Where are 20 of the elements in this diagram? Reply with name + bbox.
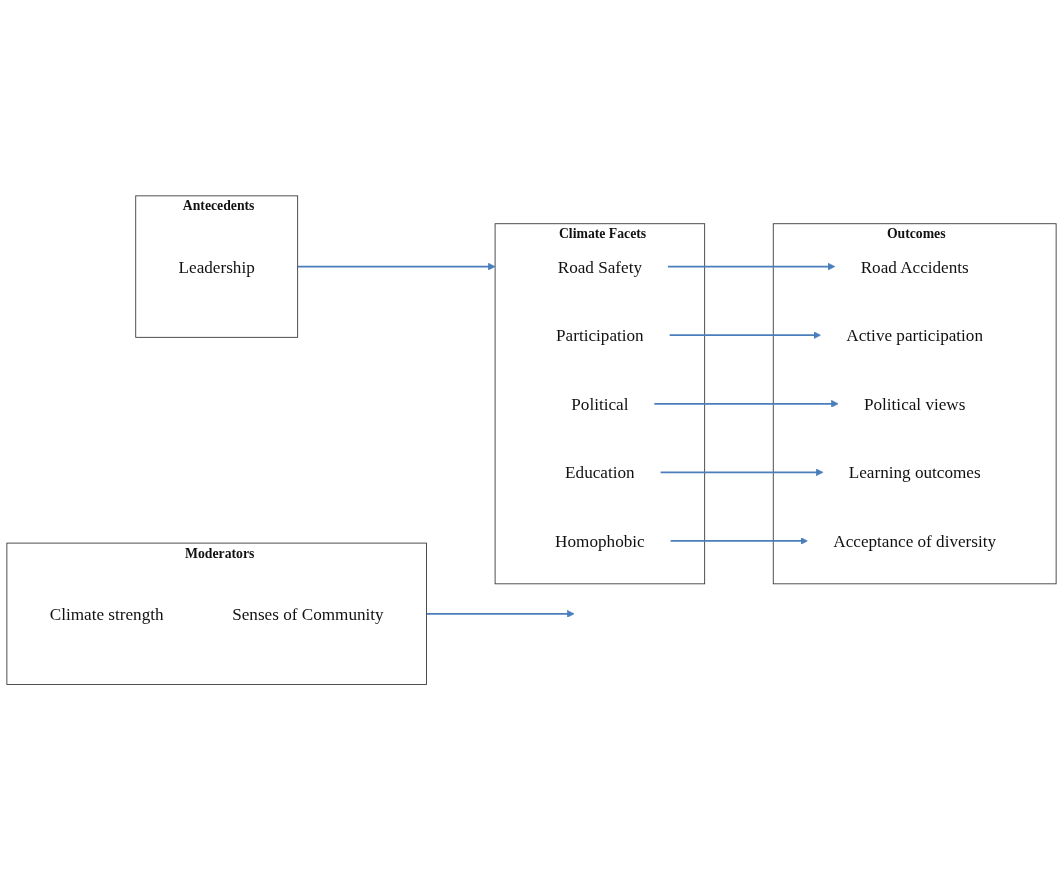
node-text: Acceptance of diversity xyxy=(833,531,997,551)
node-text: Road Safety xyxy=(557,256,643,276)
node-text: Learning outcomes xyxy=(848,462,981,482)
node-text: Homophobic xyxy=(555,531,645,551)
node-text: Political xyxy=(571,394,629,413)
node-text: Participation xyxy=(556,325,644,345)
node-text: Senses of Community xyxy=(232,604,384,624)
arrow xyxy=(425,609,575,618)
node-text: Political views xyxy=(863,394,966,413)
arrow xyxy=(653,399,839,408)
arrow xyxy=(659,468,824,476)
arrow xyxy=(668,331,821,339)
node-text: Road Accidents xyxy=(860,256,969,276)
node-text: Climate strength xyxy=(49,604,164,624)
arrow xyxy=(666,262,836,271)
arrow xyxy=(669,536,808,545)
node-text: Active participation xyxy=(846,325,984,345)
node-text: Leadership xyxy=(178,256,255,276)
node-text: Education xyxy=(565,462,635,482)
arrow xyxy=(296,262,496,271)
